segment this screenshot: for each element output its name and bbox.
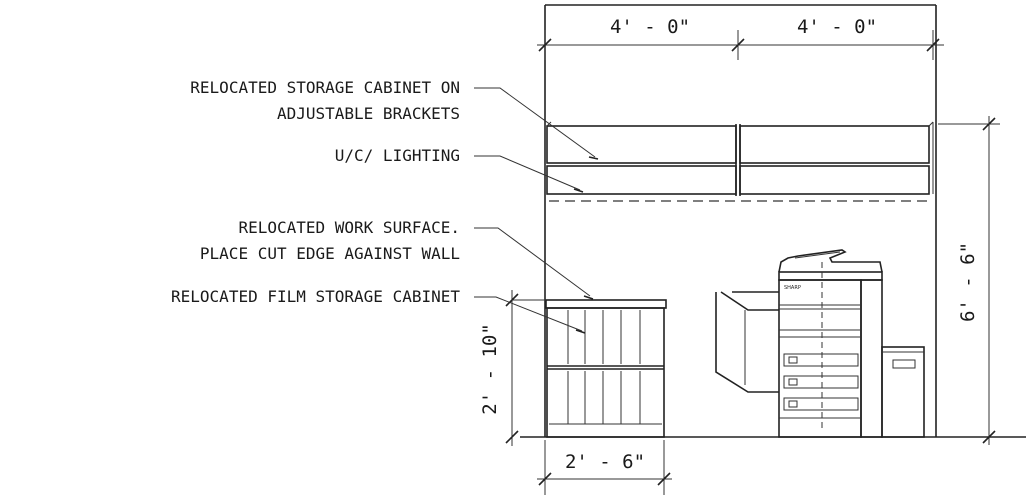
upper-width-dimension: 4' - 0" 4' - 0"	[537, 16, 944, 60]
note-storage-cabinet-line1: RELOCATED STORAGE CABINET ON	[190, 78, 460, 97]
copier-brand-label: SHARP	[784, 285, 801, 291]
overall-height-dimension: 6' - 6"	[938, 116, 1000, 445]
note-storage-cabinet-line2: ADJUSTABLE BRACKETS	[277, 104, 460, 123]
dim-film-cabinet-height: 2' - 10"	[479, 323, 501, 415]
dim-upper-right-width: 4' - 0"	[797, 16, 877, 38]
copier: SHARP	[715, 249, 925, 438]
notes: RELOCATED STORAGE CABINET ON ADJUSTABLE …	[171, 78, 460, 306]
dim-overall-height: 6' - 6"	[957, 242, 979, 322]
note-work-surface-line1: RELOCATED WORK SURFACE.	[238, 218, 460, 237]
film-cabinet-width-dimension: 2' - 6"	[537, 440, 672, 495]
note-lighting: U/C/ LIGHTING	[335, 146, 460, 165]
leader-lines	[474, 87, 599, 334]
wall-outline	[520, 4, 1026, 438]
note-work-surface-line2: PLACE CUT EDGE AGAINST WALL	[200, 244, 460, 263]
dim-film-cabinet-width: 2' - 6"	[565, 451, 645, 473]
note-film-cabinet: RELOCATED FILM STORAGE CABINET	[171, 287, 460, 306]
upper-storage-cabinet	[546, 121, 934, 196]
dim-upper-left-width: 4' - 0"	[610, 16, 690, 38]
film-cabinet-height-dimension: 2' - 10"	[479, 290, 546, 446]
film-storage-cabinet	[545, 299, 667, 438]
